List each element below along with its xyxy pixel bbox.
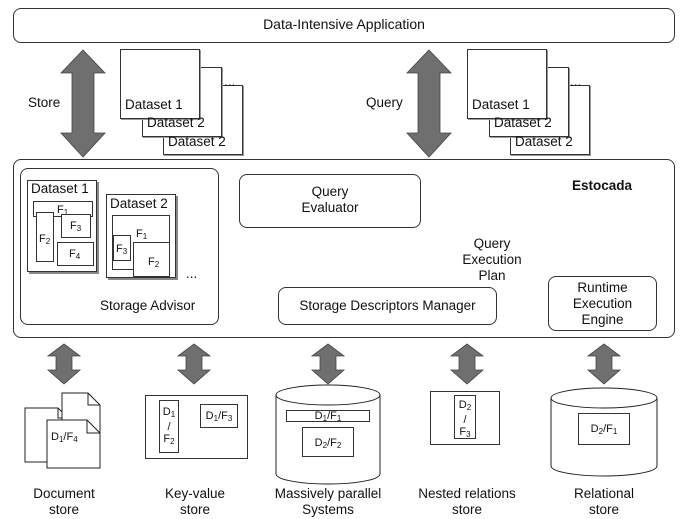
- parallel-item-1-label: D1/F1: [314, 410, 342, 423]
- relational-item-label: D2/F1: [590, 423, 618, 436]
- storage-descriptors-manager-box: [278, 287, 497, 325]
- parallel-item-2-label: D2/F2: [314, 437, 342, 450]
- query-evaluator-box: [239, 174, 421, 228]
- dataset-right-label-1: Dataset 1: [472, 97, 530, 112]
- fragment2-f2: [133, 242, 170, 277]
- fragment-f2: [36, 212, 54, 262]
- kv-item-2: [200, 404, 238, 428]
- fragment2-f3: [113, 235, 131, 261]
- fragment2-f1-label: F1: [136, 228, 148, 241]
- dataset-right-ellipsis: ...: [570, 74, 582, 89]
- nested-store-arrow: [449, 343, 485, 385]
- query-evaluator-label: Query Evaluator: [301, 184, 359, 215]
- dataset-stack-right-1: [467, 49, 547, 119]
- kv-item-2-label: D1/F3: [205, 410, 233, 423]
- dataset-right-label-3: Dataset 2: [515, 134, 573, 149]
- fragment-f2-label: F2: [39, 233, 51, 246]
- dataset-left-label-3: Dataset 2: [168, 134, 226, 149]
- store-label: Store: [28, 95, 61, 110]
- fragment-f1-label: F1: [57, 204, 69, 217]
- query-execution-plan-label: Query Execution Plan: [462, 236, 522, 283]
- document-store-shape: [24, 392, 101, 469]
- dataset-stack-left-1: [120, 49, 200, 119]
- advisor-dataset2-title: Dataset 2: [110, 196, 168, 211]
- dataset-left-label-1: Dataset 1: [125, 97, 183, 112]
- query-label: Query: [366, 95, 403, 110]
- storage-descriptors-manager-label: Storage Descriptors Manager: [299, 298, 476, 313]
- application-box: [13, 8, 675, 43]
- fragment-f3-label: F3: [70, 220, 82, 233]
- fragment-f4-label: F4: [69, 248, 81, 261]
- document-store-label: Document store: [33, 486, 95, 517]
- nested-item-label: D2/F3: [458, 399, 472, 439]
- dataset-left-label-2: Dataset 2: [147, 115, 205, 130]
- advisor-ellipsis: ...: [186, 266, 198, 281]
- kv-store-arrow: [176, 343, 212, 385]
- kv-item-1-label: D1/F2: [162, 406, 176, 446]
- parallel-store-arrow: [310, 343, 346, 385]
- fragment-f3: [61, 214, 91, 238]
- application-title: Data-Intensive Application: [263, 16, 425, 32]
- doc-store-content: D1/F4: [51, 431, 78, 444]
- store-double-arrow: [60, 49, 106, 158]
- fragment2-f2-label: F2: [148, 256, 160, 269]
- dataset-left-ellipsis: ...: [224, 74, 236, 89]
- parallel-item-1: [286, 410, 370, 422]
- relational-item: [578, 413, 630, 445]
- relational-store-arrow: [586, 343, 622, 385]
- kv-item-1: [159, 400, 179, 453]
- relational-store-label: Relational store: [573, 486, 635, 517]
- keyvalue-store-label: Key-value store: [164, 486, 226, 517]
- estocada-title: Estocada: [572, 178, 633, 193]
- fragment-f4: [57, 242, 94, 266]
- fragment2-f3-label: F3: [116, 243, 128, 256]
- query-double-arrow: [406, 49, 452, 158]
- dataset-right-label-2: Dataset 2: [494, 115, 552, 130]
- nested-item: [454, 395, 476, 439]
- doc-store-arrow: [46, 343, 82, 385]
- runtime-engine-box: [548, 276, 657, 331]
- runtime-engine-label: Runtime Execution Engine: [572, 280, 633, 327]
- parallel-item-2: [302, 427, 354, 457]
- advisor-dataset1-title: Dataset 1: [31, 181, 89, 196]
- storage-advisor-label: Storage Advisor: [100, 298, 196, 313]
- nested-store-label: Nested relations store: [418, 486, 516, 517]
- parallel-store-label: Massively parallel Systems: [274, 486, 382, 517]
